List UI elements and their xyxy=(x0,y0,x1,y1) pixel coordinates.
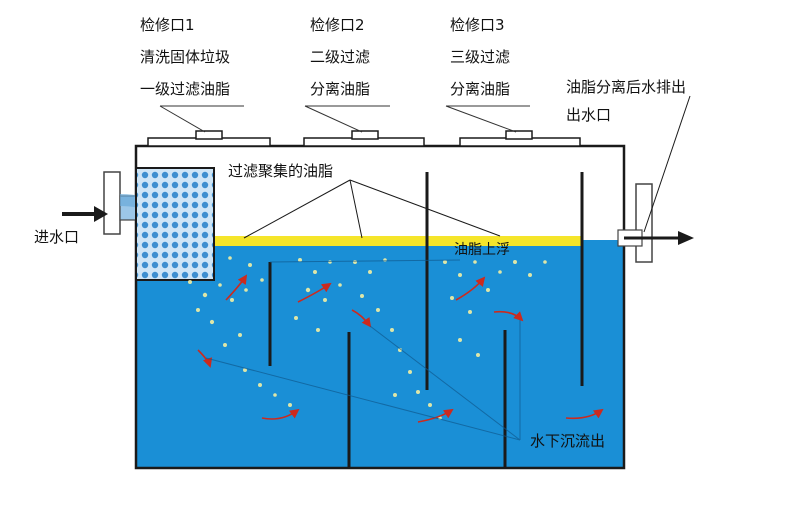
cover2-title: 检修口2 xyxy=(310,16,365,34)
inlet-label: 进水口 xyxy=(34,228,79,246)
cover-1 xyxy=(147,130,271,147)
grease-layer xyxy=(214,236,582,246)
inlet-arrow xyxy=(62,206,108,222)
cover3-desc-2: 分离油脂 xyxy=(450,80,510,98)
screen-basket xyxy=(135,167,215,281)
outlet-arrow xyxy=(624,231,694,245)
cover3-desc-1: 三级过滤 xyxy=(450,48,510,66)
grease-particles xyxy=(188,256,547,420)
water-right-chamber-top xyxy=(582,240,624,248)
grease-collected-label: 过滤聚集的油脂 xyxy=(228,162,333,180)
cover1-desc-1: 清洗固体垃圾 xyxy=(140,48,230,66)
cover1-title: 检修口1 xyxy=(140,16,195,34)
cover3-title: 检修口3 xyxy=(450,16,505,34)
outlet-desc: 油脂分离后水排出 xyxy=(566,78,686,96)
cover-leader-lines xyxy=(159,105,530,133)
outlet-label: 出水口 xyxy=(566,106,611,124)
flow-guide-lines xyxy=(205,259,521,441)
callout-lines xyxy=(243,95,691,239)
cover2-desc-1: 二级过滤 xyxy=(310,48,370,66)
grease-floats-label: 油脂上浮 xyxy=(454,242,510,258)
flow-arrows xyxy=(197,274,604,423)
water-body xyxy=(136,246,624,468)
cover2-desc-2: 分离油脂 xyxy=(310,80,370,98)
cover-3 xyxy=(459,130,581,147)
cover-2 xyxy=(303,130,425,147)
cover1-desc-2: 一级过滤油脂 xyxy=(140,80,230,98)
water-outflow-label: 水下沉流出 xyxy=(530,432,605,450)
